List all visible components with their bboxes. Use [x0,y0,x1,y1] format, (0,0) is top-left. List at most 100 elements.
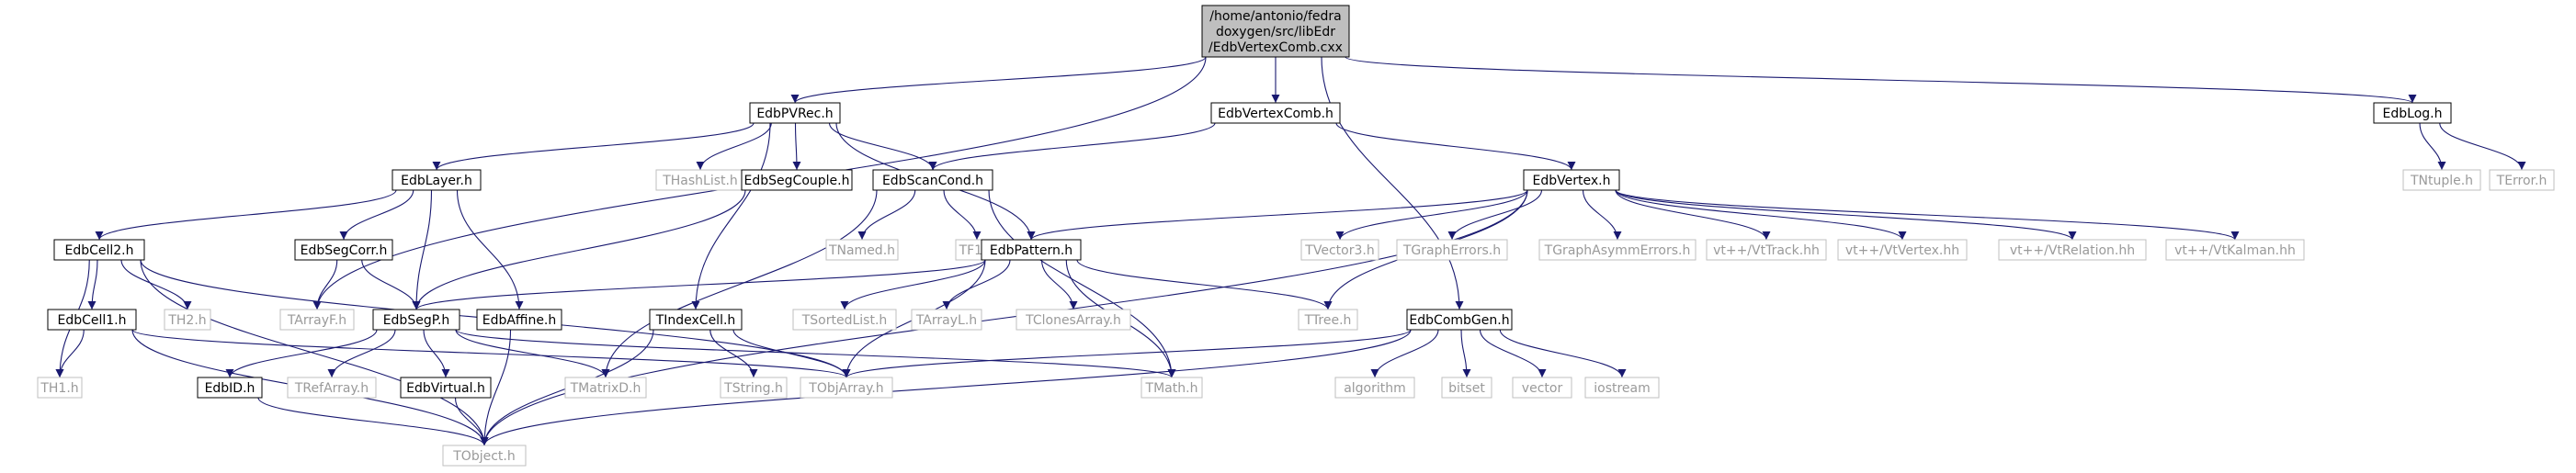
edge-edbcombgen-to-bitset [1460,329,1471,378]
node-thashlist[interactable]: THashList.h [655,169,745,191]
node-trefarray[interactable]: TRefArray.h [287,377,377,399]
node-edbcell1[interactable]: EdbCell1.h [47,309,137,331]
node-tsortedlist[interactable]: TSortedList.h [792,309,897,331]
dependency-edges [55,56,2526,446]
node-label: TH2.h [167,313,206,328]
node-label: EdbCombGen.h [1409,313,1509,328]
edge-edblayer-to-edbsegcorr [339,189,414,241]
node-label: EdbAffine.h [482,313,557,328]
node-tntuple[interactable]: TNtuple.h [2402,169,2481,191]
edge-edbvertexcomb-to-edbscancond [928,122,1216,171]
node-label: TTree.h [1304,313,1352,328]
edge-edbpattern-to-tarrayl [942,259,1011,310]
node-label: TNtuple.h [2410,174,2473,188]
edge-edbcell2-to-edbcell1 [87,259,98,310]
node-edbsegp[interactable]: EdbSegP.h [372,309,460,331]
node-tgraphasymmerrors[interactable]: TGraphAsymmErrors.h [1538,239,1697,261]
node-edblog[interactable]: EdbLog.h [2373,102,2452,124]
node-tmatrixd[interactable]: TMatrixD.h [564,377,647,399]
node-label: EdbSegP.h [383,313,450,328]
node-label: TArrayF.h [287,313,346,328]
edge-edblog-to-terror [2439,122,2526,171]
edge-edbvertex-to-tobject [480,189,1528,446]
edge-edbsegp-to-tmath [455,329,1176,378]
node-edblayer[interactable]: EdbLayer.h [392,169,482,191]
node-tobjarray[interactable]: TObjArray.h [800,377,893,399]
node-tobject[interactable]: TObject.h [442,445,527,467]
edge-edbcell1-to-th1 [55,329,85,378]
edge-root-to-edblog [1345,56,2417,104]
node-edbsegcorr[interactable]: EdbSegCorr.h [294,239,393,261]
node-label: EdbVirtual.h [406,381,485,396]
node-root[interactable]: /home/antonio/fedra doxygen/src/libEdr /… [1201,5,1350,58]
node-vtkalman[interactable]: vt++/VtKalman.hh [2165,239,2305,261]
node-label: TError.h [2496,174,2548,188]
node-vtrelation[interactable]: vt++/VtRelation.hh [1998,239,2147,261]
node-edbsegcouple[interactable]: EdbSegCouple.h [741,169,853,191]
node-tmath[interactable]: TMath.h [1140,377,1203,399]
node-algorithm[interactable]: algorithm [1334,377,1415,399]
node-label: vt++/VtKalman.hh [2174,243,2296,258]
node-tarrayf[interactable]: TArrayF.h [279,309,355,331]
node-label: bitset [1448,381,1485,396]
edge-edbcell2-to-th2 [120,259,192,310]
node-ttree[interactable]: TTree.h [1298,309,1358,331]
node-edbscancond[interactable]: EdbScanCond.h [872,169,993,191]
node-tvector3[interactable]: TVector3.h [1300,239,1379,261]
node-th1[interactable]: TH1.h [37,377,83,399]
node-label: vector [1522,381,1563,396]
node-tgrapherrors[interactable]: TGraphErrors.h [1396,239,1508,261]
node-edbpvrec[interactable]: EdbPVRec.h [749,102,841,124]
edge-edbvertex-to-edbpattern [1027,189,1528,241]
node-terror[interactable]: TError.h [2489,169,2555,191]
edge-edbid-to-tobject [257,397,489,446]
node-edbvertexcomb[interactable]: EdbVertexComb.h [1210,102,1341,124]
root-line-2: doxygen/src/libEdr [1216,25,1335,39]
node-label: THashList.h [662,174,738,188]
edge-edbsegcorr-to-edbsegp [361,259,421,310]
node-tclonesarray[interactable]: TClonesArray.h [1016,309,1131,331]
edge-edbvertex-to-vtkalman [1615,189,2240,241]
node-label: iostream [1594,381,1651,396]
node-tindexcell[interactable]: TIndexCell.h [649,309,743,331]
edge-edbvertexcomb-to-edbvertex [1335,122,1576,171]
node-label: TObject.h [452,449,515,464]
node-label: EdbSegCouple.h [744,174,850,188]
node-label: TIndexCell.h [655,313,736,328]
edge-edbvertex-to-tgrapherrors [1447,189,1543,241]
edge-root-to-edbcombgen [1321,56,1464,310]
node-label: TGraphErrors.h [1402,243,1501,258]
edge-edblog-to-tntuple [2419,122,2446,171]
node-bitset[interactable]: bitset [1441,377,1492,399]
node-label: TObjArray.h [808,381,883,396]
node-iostream[interactable]: iostream [1584,377,1660,399]
node-tarrayl[interactable]: TArrayL.h [911,309,982,331]
node-tnamed[interactable]: TNamed.h [825,239,899,261]
edge-edbscancond-to-tnamed [857,189,916,241]
node-edbaffine[interactable]: EdbAffine.h [476,309,562,331]
edge-edbpvrec-to-edbsegcouple [792,122,801,171]
node-label: TMatrixD.h [570,381,641,396]
edge-edbpattern-to-ttree [1076,259,1333,310]
node-edbpattern[interactable]: EdbPattern.h [981,239,1082,261]
node-vttrack[interactable]: vt++/VtTrack.hh [1706,239,1827,261]
node-label: EdbCell2.h [64,243,133,258]
node-edbcombgen[interactable]: EdbCombGen.h [1406,309,1513,331]
edge-edblayer-to-edbsegp [412,189,433,310]
node-label: vt++/VtRelation.hh [2010,243,2135,258]
dependency-nodes: EdbPVRec.h EdbVertexComb.h EdbLog.hEdbLaye… [37,102,2555,467]
node-edbcell2[interactable]: EdbCell2.h [53,239,145,261]
edge-edbvirtual-to-tobject [454,397,489,446]
node-edbid[interactable]: EdbID.h [197,377,263,399]
node-th2[interactable]: TH2.h [164,309,211,331]
node-tstring[interactable]: TString.h [720,377,788,399]
node-vector[interactable]: vector [1512,377,1572,399]
node-vtvertex[interactable]: vt++/VtVertex.hh [1837,239,1968,261]
node-label: algorithm [1344,381,1406,396]
node-label: TString.h [723,381,783,396]
node-edbvertex[interactable]: EdbVertex.h [1523,169,1620,191]
edge-tindexcell-to-tstring [709,329,758,378]
node-label: EdbPattern.h [990,243,1072,258]
edge-edbcombgen-to-tobject [480,329,1412,446]
node-edbvirtual[interactable]: EdbVirtual.h [400,377,492,399]
